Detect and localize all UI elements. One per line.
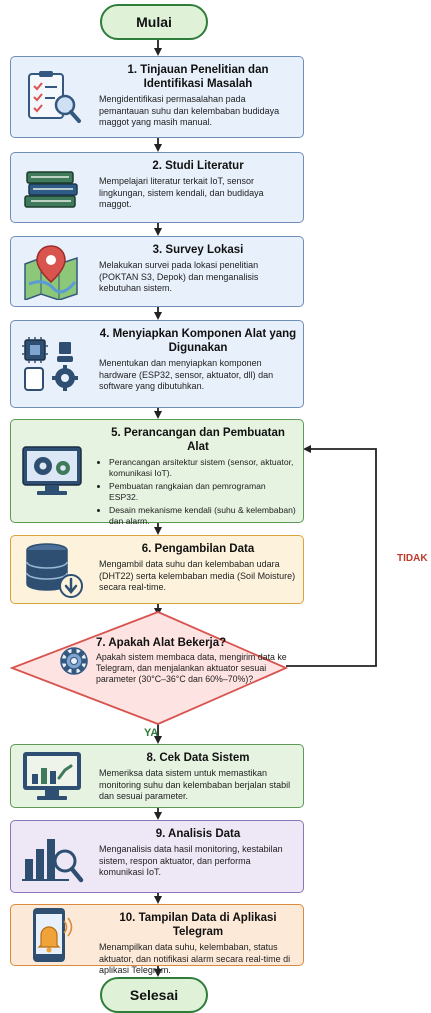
step-6: 6. Pengambilan Data Mengambil data suhu … <box>10 535 304 604</box>
step-4: 4. Menyiapkan Komponen Alat yang Digunak… <box>10 320 304 408</box>
decision-diamond <box>9 611 289 725</box>
step-10: 10. Tampilan Data di Aplikasi Telegram M… <box>10 904 304 975</box>
step-1-title: 1. Tinjauan Penelitian dan Identifikasi … <box>127 64 269 90</box>
gear-icon <box>60 647 88 675</box>
no-label: TIDAK <box>397 553 428 564</box>
step-8-desc: Memeriksa data sistem untuk memastikan m… <box>99 768 291 801</box>
database-download-icon <box>26 542 83 598</box>
step-9-title: 9. Analisis Data <box>155 828 241 840</box>
yes-label: YA <box>144 727 159 739</box>
start-terminal: Mulai <box>100 4 208 40</box>
end-terminal: Selesai <box>100 977 208 1013</box>
step-9-desc: Menganalisis data hasil monitoring, kest… <box>99 844 283 877</box>
step-7: 7. Apakah Alat Bekerja? Apakah sistem me… <box>96 637 296 685</box>
step-8-title: 8. Cek Data Sistem <box>146 752 250 764</box>
step-1-desc: Mengidentifikasi permasalahan pada peman… <box>99 94 280 127</box>
checklist-magnifier-icon <box>28 71 81 123</box>
step-3-desc: Melakukan survei pada lokasi penelitian … <box>99 260 259 293</box>
step-8: 8. Cek Data Sistem Memeriksa data sistem… <box>10 744 304 808</box>
step-6-title: 6. Pengambilan Data <box>141 543 255 555</box>
chip-devices-gear-icon <box>22 337 78 391</box>
step-7-desc: Apakah sistem membaca data, mengirim dat… <box>96 652 287 684</box>
end-label: Selesai <box>129 987 179 1003</box>
step-7-title: 7. Apakah Alat Bekerja? <box>96 637 227 649</box>
step-5-bullets: Perancangan arsitektur sistem (sensor, a… <box>99 457 297 527</box>
step-9: 9. Analisis Data Menganalisis data hasil… <box>10 820 304 893</box>
step-2-title: 2. Studi Literatur <box>152 160 244 172</box>
step-5-title: 5. Perancangan dan Pembuatan Alat <box>111 427 285 453</box>
step-5-bullet: Desain mekanisme kendali (suhu & kelemba… <box>109 505 297 527</box>
step-2-desc: Mempelajari literatur terkait IoT, senso… <box>99 176 264 209</box>
step-4-desc: Menentukan dan menyiapkan komponen hardw… <box>99 358 274 391</box>
step-10-title: 10. Tampilan Data di Aplikasi Telegram <box>119 912 277 938</box>
step-2: 2. Studi Literatur Mempelajari literatur… <box>10 152 304 223</box>
step-5-bullet: Pembuatan rangkaian dan pemrograman ESP3… <box>109 481 297 503</box>
phone-bell-icon <box>33 908 73 962</box>
books-icon <box>24 170 78 208</box>
step-3: 3. Survey Lokasi Melakukan survei pada l… <box>10 236 304 307</box>
step-10-desc: Menampilkan data suhu, kelembaban, statu… <box>99 942 291 975</box>
step-3-title: 3. Survey Lokasi <box>152 244 244 256</box>
map-pin-icon <box>24 244 78 300</box>
monitor-chart-icon <box>23 752 81 800</box>
step-5-bullet: Perancangan arsitektur sistem (sensor, a… <box>109 457 297 479</box>
monitor-gears-icon <box>22 446 82 495</box>
bar-chart-magnifier-icon <box>22 838 84 882</box>
step-5: 5. Perancangan dan Pembuatan Alat Peranc… <box>10 419 304 526</box>
step-1: 1. Tinjauan Penelitian dan Identifikasi … <box>10 56 304 138</box>
step-6-desc: Mengambil data suhu dan kelembaban udara… <box>99 559 296 592</box>
step-4-title: 4. Menyiapkan Komponen Alat yang Digunak… <box>99 328 297 354</box>
start-label: Mulai <box>136 14 172 30</box>
arrow-no-loop <box>286 445 377 667</box>
